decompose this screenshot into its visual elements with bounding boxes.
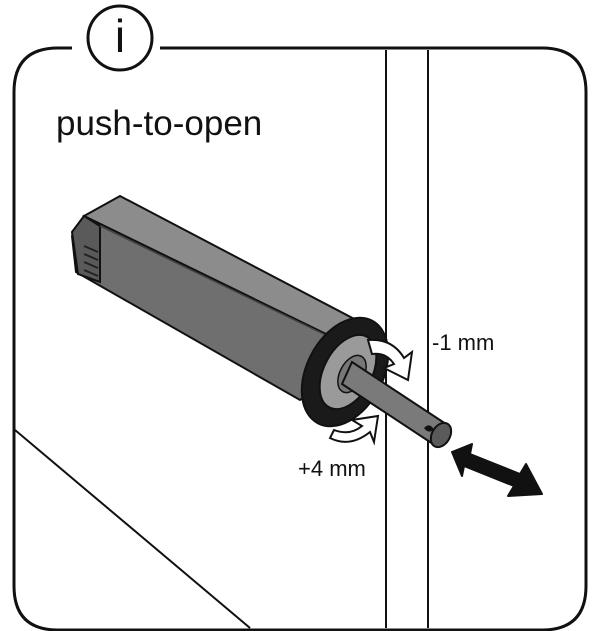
plunger-rod (340, 360, 453, 449)
minus-adjust-label: -1 mm (432, 330, 495, 355)
frame-border (12, 46, 588, 631)
info-icon: i (114, 10, 126, 62)
push-direction-arrow (451, 443, 543, 497)
diagram-title: push-to-open (56, 104, 263, 143)
plus-adjust-label: +4 mm (298, 456, 366, 481)
shelf-edge-line (14, 429, 251, 629)
rotate-down-arrow (328, 414, 380, 446)
push-to-open-device (70, 194, 363, 402)
info-badge-circle (86, 4, 154, 72)
rotate-up-arrow (366, 338, 414, 382)
